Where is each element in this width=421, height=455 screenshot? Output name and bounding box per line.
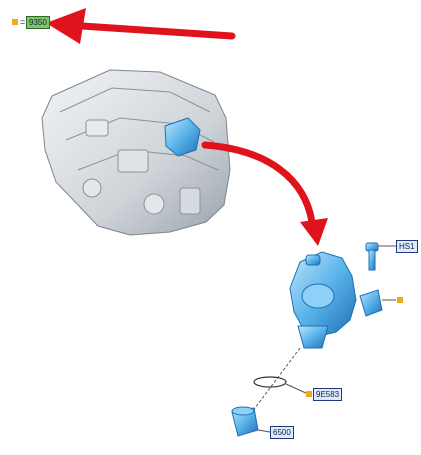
part-callout-6500[interactable]: 6500 [270, 426, 294, 439]
bolt-part [365, 242, 396, 271]
tappet-part [231, 406, 271, 437]
part-callout-hs1[interactable]: HS1 [396, 240, 418, 253]
marker-square [12, 19, 18, 25]
assembly-axis-line [251, 347, 301, 413]
engine-block-illustration [41, 69, 231, 236]
equals-sign: = [20, 17, 26, 27]
o-ring-part [253, 376, 309, 395]
pointer-arrow-left [46, 8, 236, 44]
part-callout-9350[interactable]: 9350 [26, 16, 50, 29]
fuel-pump-illustration [289, 251, 396, 349]
marker-square [397, 297, 403, 303]
part-callout-9e583[interactable]: 9E583 [313, 388, 343, 401]
pointer-arrow-curved [201, 141, 328, 246]
marker-square [306, 391, 312, 397]
